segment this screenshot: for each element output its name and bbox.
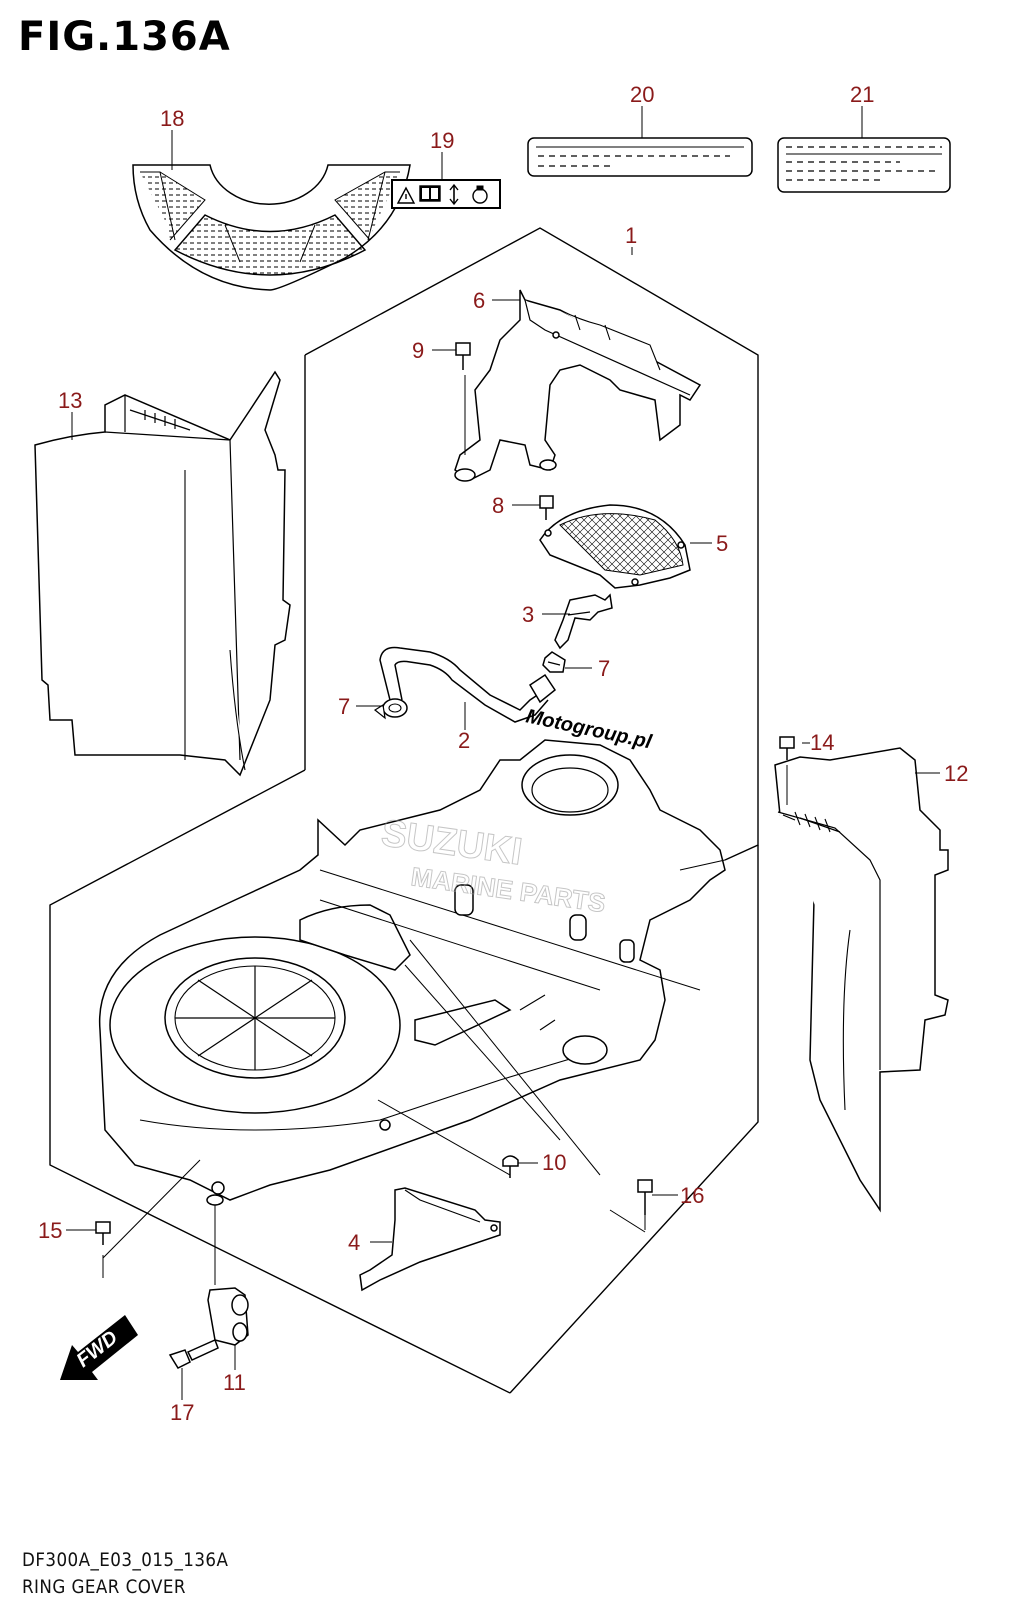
callout-3: 3 [522, 602, 534, 627]
part-20-label [527, 137, 753, 177]
leader-lines [66, 106, 940, 1400]
callout-21: 21 [850, 82, 874, 107]
part-15-bolt [95, 1221, 111, 1278]
part-18-ring-label [132, 164, 411, 291]
callout-7-upper: 7 [598, 656, 610, 681]
fwd-arrow: FWD [60, 1315, 138, 1380]
callout-15: 15 [38, 1218, 62, 1243]
part-17-bolt [168, 1338, 219, 1369]
figure-title: FIG.136A [18, 14, 231, 60]
part-7-clamp-lower [373, 698, 408, 720]
part-11-collar [206, 1194, 249, 1346]
part-19-warning-label [391, 179, 501, 209]
figure-code: DF300A_E03_015_136A [22, 1549, 229, 1571]
part-21-label [777, 137, 951, 193]
assembly-boundary [49, 227, 759, 1394]
callout-4: 4 [348, 1230, 360, 1255]
part-2-hose [379, 646, 557, 723]
part-9-bolt [455, 342, 471, 455]
callout-17: 17 [170, 1400, 194, 1425]
callout-9: 9 [412, 338, 424, 363]
callout-10: 10 [542, 1150, 566, 1175]
part-6-upper-bracket [454, 289, 702, 482]
callout-5: 5 [716, 531, 728, 556]
callout-12: 12 [944, 761, 968, 786]
part-10-screw [502, 1155, 519, 1178]
callout-numbers: 18 19 20 21 1 13 6 9 8 5 3 7 7 2 14 12 1… [38, 82, 968, 1425]
part-7-clamp-upper [542, 651, 566, 673]
callout-14: 14 [810, 730, 834, 755]
callout-2: 2 [458, 728, 470, 753]
callout-13: 13 [58, 388, 82, 413]
part-13-left-guard [34, 370, 291, 777]
part-5-mesh-cover [539, 504, 691, 589]
part-14-bolt [779, 736, 795, 805]
callout-16: 16 [680, 1183, 704, 1208]
callout-8: 8 [492, 493, 504, 518]
callout-7-lower: 7 [338, 694, 350, 719]
callout-1: 1 [625, 223, 637, 248]
callout-19: 19 [430, 128, 454, 153]
part-1-ring-gear-cover [98, 739, 726, 1201]
part-12-right-guard [774, 747, 949, 1213]
callout-11: 11 [223, 1370, 246, 1395]
part-3-fitting [554, 593, 613, 650]
figure-name: RING GEAR COVER [22, 1576, 186, 1598]
part-16-bolt [609, 1179, 653, 1233]
callout-6: 6 [473, 288, 485, 313]
callout-20: 20 [630, 82, 654, 107]
part-8-bolt [539, 495, 554, 520]
callout-18: 18 [160, 106, 184, 131]
part-4-lower-bracket [359, 1187, 501, 1292]
